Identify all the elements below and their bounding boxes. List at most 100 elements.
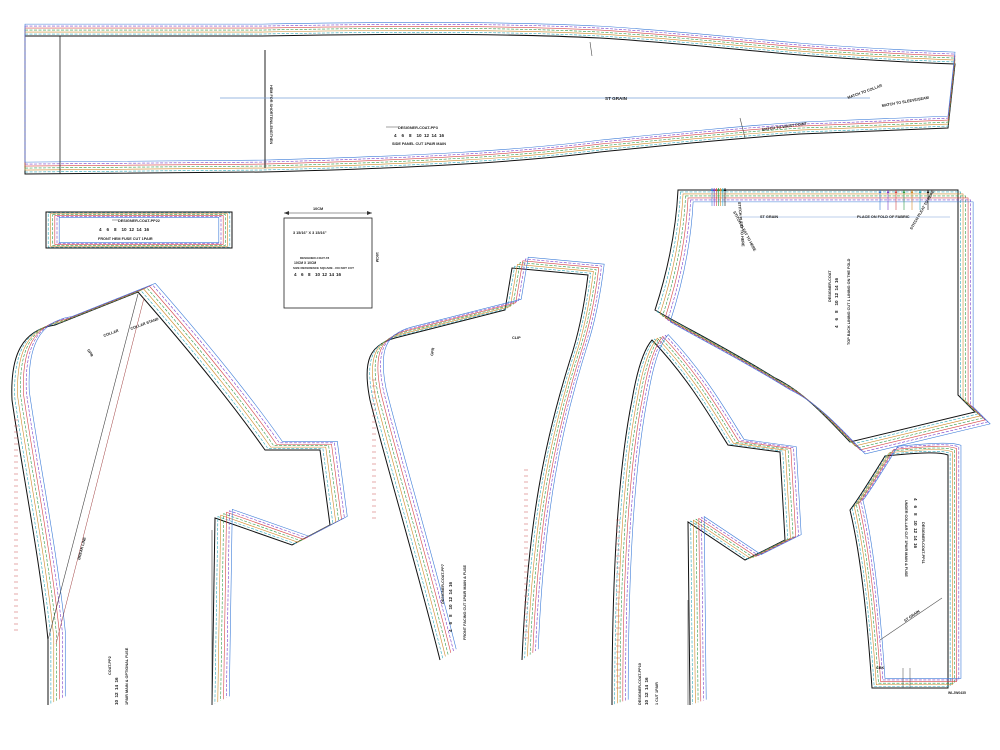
under-collar-cbk-label: CBK [876, 666, 884, 670]
grade-line-size-6 [25, 284, 345, 698]
size-label-10: 10 [114, 699, 119, 705]
reference-note: SIZE REFERENCE SQUARE - DO NOT CUT [293, 266, 354, 270]
fold-arrow-head [715, 188, 718, 191]
grade-line-size-16 [654, 189, 976, 443]
size-label-16: 16 [439, 133, 445, 138]
back-lining-stitch-1: STITCH PLEAT TO HERE [737, 202, 745, 247]
size-label-12: 12 [424, 133, 430, 138]
size-label-10: 10 [913, 521, 918, 527]
grade-line-size-4 [627, 334, 802, 700]
size-label-4: 4 [394, 133, 397, 138]
fold-arrows [878, 190, 930, 210]
size-label-6: 6 [301, 272, 304, 277]
size-label-10: 10 [417, 133, 423, 138]
reference-top-dim: 10CM [313, 207, 323, 211]
grade-line-size-16 [611, 339, 786, 706]
back-lining-cut: TOP BACK LINING CUT 1 LINING ON THE FOLD [847, 258, 851, 345]
size-label-12: 12 [834, 292, 839, 298]
side-panel-waist-notch: MATCH TO WAIST POINT [762, 122, 808, 132]
grade-line-size-8 [23, 285, 342, 700]
grade-line-size-8 [664, 197, 986, 451]
grade-line-size-14 [657, 191, 979, 445]
grade-line-size-10 [20, 287, 339, 701]
size-label-8: 8 [448, 614, 453, 617]
front-gpr-label: GPR [86, 349, 94, 358]
size-label-6: 6 [448, 622, 453, 625]
grade-line-size-14 [369, 265, 592, 659]
reference-cm-dim: 10CM X 10CM [294, 261, 316, 265]
size-label-10: 10 [834, 300, 839, 306]
grade-line-size-8 [858, 446, 957, 682]
side-panel-code: DESIGNER-COAT-PP3 [398, 126, 438, 130]
front-hem-fuse-cut: FRONT HEM FUSE CUT 1PAIR [98, 237, 153, 241]
grade-line-size-6 [380, 258, 602, 652]
grade-line-size-12 [659, 193, 981, 447]
grade-line-size-10 [24, 28, 956, 169]
under-collar-code: DESIGNER-COAT-PP11 [921, 522, 925, 564]
back-lining-grain-label: ST GRAIN [760, 215, 778, 219]
size-label-12: 12 [129, 227, 135, 232]
size-label-10: 10 [644, 699, 649, 705]
size-label-6: 6 [107, 227, 110, 232]
size-label-8: 8 [834, 310, 839, 313]
grade-line-size-14 [614, 338, 789, 705]
grade-line-size-10 [856, 447, 955, 684]
size-label-12: 12 [322, 272, 328, 277]
grade-line-size-10 [619, 336, 794, 703]
grade-line-size-6 [667, 199, 989, 453]
size-label-4: 4 [834, 325, 839, 328]
back-lining-fold-label: PLACE ON FOLD OF FABRIC [857, 215, 910, 219]
fold-arrow-head [710, 188, 714, 191]
size-label-14: 14 [114, 684, 119, 690]
stitch-arrows [710, 188, 727, 206]
size-label-16: 16 [448, 581, 453, 587]
grade-line-size-10 [662, 195, 984, 449]
side-panel-grain-label: ST GRAIN [605, 96, 628, 101]
size-label-14: 14 [432, 133, 438, 138]
front-hem-fuse-code: DESIGNER-COAT-PP22 [118, 219, 160, 223]
size-label-12: 12 [114, 692, 119, 698]
grade-line-size-4 [28, 283, 348, 697]
grade-line-size-10 [52, 214, 226, 246]
grade-line-size-16 [45, 211, 233, 249]
grade-line-size-16 [366, 267, 589, 661]
fold-arrow-head [719, 188, 722, 191]
front-facing-code: DESIGNER-COAT-PP7 [441, 564, 445, 604]
back-cut: 1 CUT 1PAIR [655, 682, 659, 705]
size-label-10: 10 [448, 604, 453, 610]
grade-line-size-12 [372, 264, 594, 657]
fold-arrow-head [902, 190, 906, 193]
side-panel-hem-note: HEM FOR SHORTEN/LENGTHEN [269, 85, 273, 144]
size-label-4: 4 [448, 629, 453, 632]
grade-line-size-6 [24, 24, 956, 165]
back-lining-piece: ST GRAIN PLACE ON FOLD OF FABRIC STITCH … [654, 188, 991, 455]
grade-line-size-4 [58, 216, 220, 244]
front-collar-label: COLLAR [103, 329, 119, 338]
size-label-10: 10 [122, 227, 128, 232]
front-facing-cut: FRONT FACING CUT 1PAIR MAIN & FUSE [463, 565, 467, 640]
grade-line-size-8 [54, 215, 224, 245]
sheet-code: WLJW0435 [948, 691, 966, 695]
fold-arrow-head [721, 188, 725, 191]
grade-line-size-6 [625, 335, 799, 701]
size-label-16: 16 [644, 677, 649, 683]
front-facing-clip-label: CLIP [512, 336, 521, 340]
size-label-6: 6 [913, 506, 918, 509]
grade-line-size-6 [56, 216, 222, 244]
reference-code: DESIGNER-COAT-78 [300, 256, 329, 260]
size-label-8: 8 [308, 272, 311, 277]
grade-line-size-4 [383, 256, 605, 650]
size-label-6: 6 [402, 133, 405, 138]
grade-line-size-14 [14, 290, 334, 704]
grade-line-size-14 [24, 31, 956, 173]
grade-line-size-12 [17, 288, 337, 703]
grade-line-size-14 [851, 450, 951, 687]
size-label-6: 6 [834, 318, 839, 321]
grade-line-size-12 [617, 337, 791, 704]
grade-line-size-12 [24, 30, 956, 171]
front-cut: 1PAIR MAIN & OPTIONAL FUSE [125, 647, 129, 705]
size-label-16: 16 [114, 677, 119, 683]
fold-arrow-head [894, 190, 898, 193]
